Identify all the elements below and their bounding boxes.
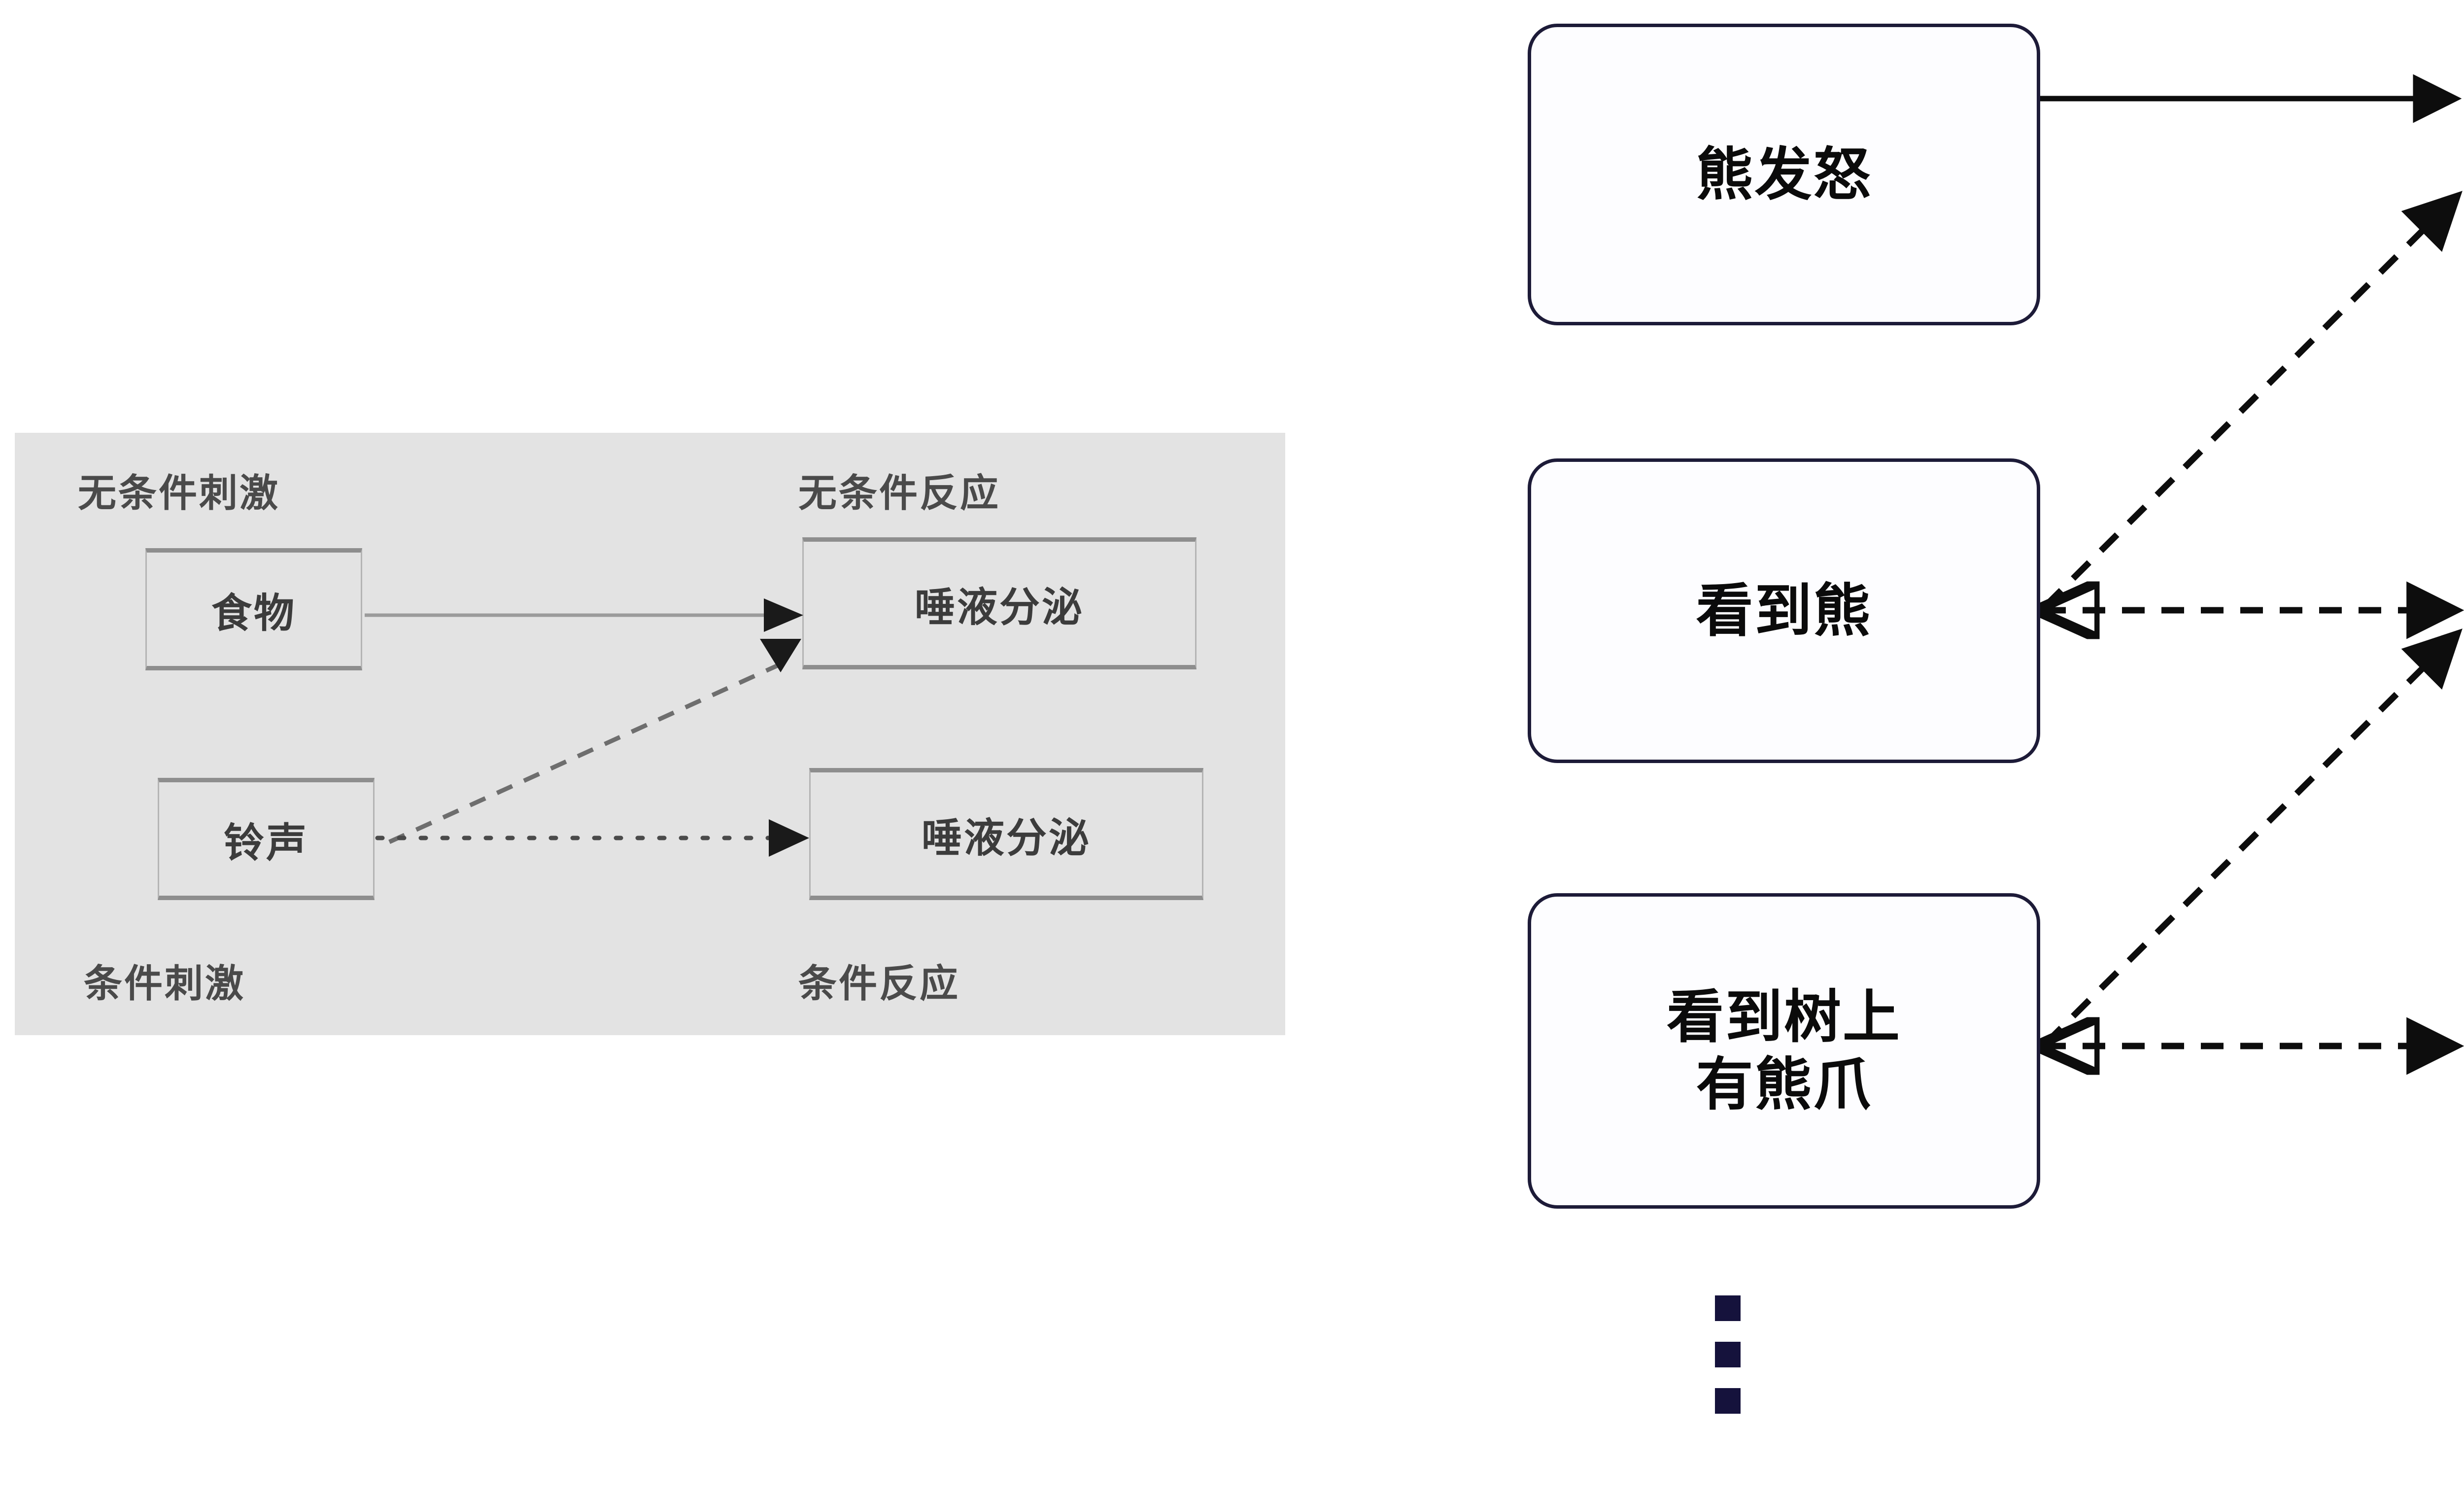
- arrow-bell-to-salivation-top-head: [760, 639, 801, 672]
- box-food-label: 食物: [211, 591, 296, 636]
- state-box-see-bear-label: 看到熊: [1696, 578, 1872, 643]
- state-box-see-claw-line1: 看到树上: [1667, 985, 1901, 1049]
- edge-see-claw-to-vsprime: [2043, 628, 2463, 1046]
- state-box-see-claw-label: 看到树上 有熊爪: [1667, 983, 1901, 1118]
- classical-conditioning-arrows: [365, 598, 809, 857]
- ellipsis-dot: [1715, 1295, 1741, 1321]
- box-bell: 铃声: [158, 778, 375, 900]
- box-bell-label: 铃声: [223, 820, 308, 866]
- state-box-bear-angry-label: 熊发怒: [1696, 142, 1872, 207]
- label-conditioned-response: 条件反应: [798, 962, 960, 1005]
- td-learning-panel: 熊发怒 看到熊 看到树上 有熊爪 奖励 V(s′) V(s): [1454, 0, 2464, 1499]
- label-unconditioned-stimulus: 无条件刺激: [78, 471, 280, 515]
- box-salivation-conditioned-label: 唾液分泌: [921, 815, 1091, 861]
- box-food: 食物: [145, 548, 362, 670]
- ellipsis-dot: [1715, 1388, 1741, 1414]
- box-salivation-unconditioned: 唾液分泌: [802, 537, 1197, 669]
- box-salivation-unconditioned-label: 唾液分泌: [914, 585, 1084, 630]
- arrow-bell-to-salivation-bottom-head: [769, 819, 809, 857]
- state-column-ellipsis: [1715, 1295, 1741, 1414]
- arrow-bell-to-salivation-top-line: [388, 663, 779, 844]
- state-box-see-claw: 看到树上 有熊爪: [1528, 893, 2040, 1209]
- state-box-bear-angry: 熊发怒: [1528, 24, 2040, 325]
- arrow-food-to-salivation-head: [764, 598, 803, 632]
- state-box-see-bear: 看到熊: [1528, 458, 2040, 763]
- label-conditioned-stimulus: 条件刺激: [84, 962, 246, 1005]
- state-box-see-claw-line2: 有熊爪: [1696, 1052, 1872, 1116]
- edge-see-bear-to-reward: [2043, 191, 2463, 609]
- classical-conditioning-panel: 无条件刺激 无条件反应 条件刺激 条件反应 食物 铃声 唾液分泌 唾液分泌: [15, 433, 1285, 1035]
- box-salivation-conditioned: 唾液分泌: [809, 768, 1203, 900]
- ellipsis-dot: [1715, 1342, 1741, 1367]
- label-unconditioned-response: 无条件反应: [798, 471, 1001, 515]
